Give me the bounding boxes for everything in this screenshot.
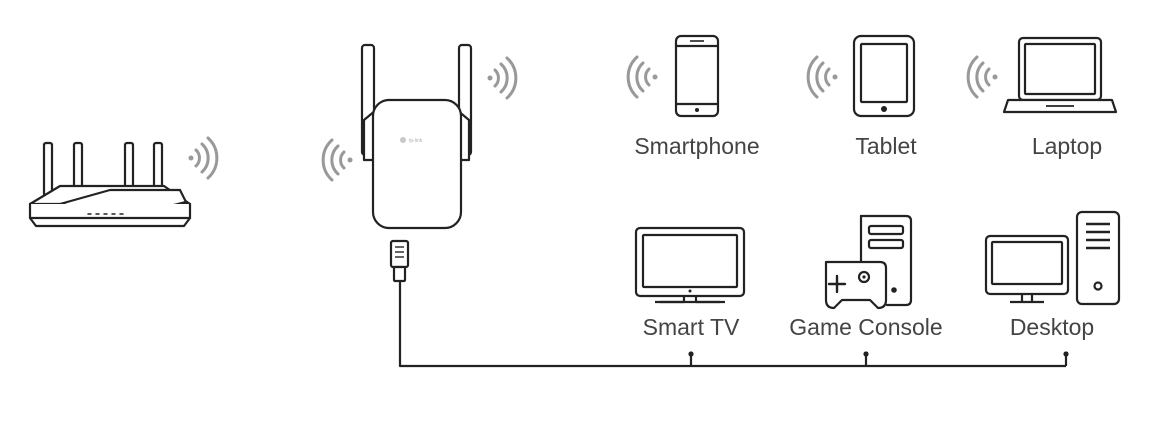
- smartphone-label: Smartphone: [634, 133, 759, 159]
- desktop-label: Desktop: [1010, 314, 1094, 340]
- tv-icon: [634, 226, 746, 304]
- tablet-icon: [852, 34, 916, 118]
- router-icon: [28, 141, 192, 228]
- range-extender-icon: [360, 43, 473, 283]
- game-console-icon: [824, 214, 913, 310]
- extender-right-signal-icon: [487, 56, 518, 100]
- laptop-signal-icon: [966, 55, 998, 99]
- extender-left-signal-icon: [321, 138, 353, 182]
- smart-tv-label: Smart TV: [643, 314, 740, 340]
- smartphone-signal-icon: [626, 55, 658, 99]
- laptop-icon: [1002, 36, 1118, 114]
- router-signal-icon: [188, 136, 219, 180]
- laptop-label: Laptop: [1032, 133, 1102, 159]
- extender-brand-logo: tp-link: [400, 137, 423, 144]
- tablet-label: Tablet: [855, 133, 917, 159]
- desktop-icon: [984, 210, 1121, 306]
- cable-junctions: [688, 351, 1069, 357]
- game-console-label: Game Console: [789, 314, 942, 340]
- tablet-signal-icon: [806, 55, 838, 99]
- smartphone-icon: [674, 34, 720, 118]
- svg-text:tp-link: tp-link: [409, 138, 423, 144]
